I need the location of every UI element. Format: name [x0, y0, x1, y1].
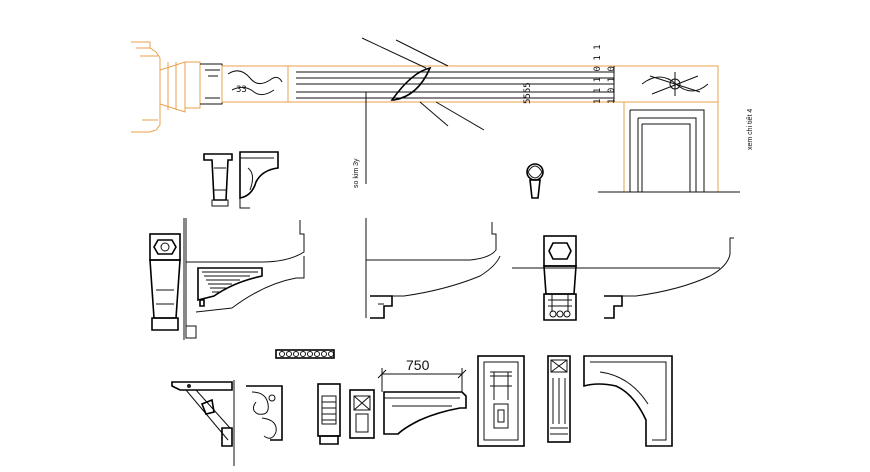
- bracket-front-bolt: [149, 218, 185, 340]
- cornice-section-1: [185, 218, 305, 339]
- cornice-dimensioned: 750: [377, 357, 467, 435]
- dimension-750: 750: [406, 357, 430, 373]
- cornice-section-3: [604, 237, 734, 319]
- bracket-side-large: [583, 355, 673, 447]
- column-elevation: 33: [131, 41, 289, 133]
- bracket-front-small: [203, 153, 233, 207]
- bracket-front-bolt-2: [512, 235, 720, 321]
- hanging-ornament: [526, 163, 544, 199]
- pilaster-front: [547, 355, 571, 443]
- small-bracket-front-c: [349, 389, 375, 439]
- beam-elevation: 5555 1 1 1 0 1 1 1 0 1 0 so kim 3y: [287, 37, 719, 188]
- rosette-strip: [275, 349, 335, 359]
- bracket-side-small: [239, 151, 279, 209]
- dim-text-b: 1 1 1 0 1 1: [593, 44, 603, 104]
- door-elevation: xem chi tiết 4: [598, 102, 754, 193]
- truss-bracket: [171, 380, 235, 466]
- dim-text-a: 5555: [523, 82, 533, 104]
- cornice-section-2: [365, 218, 501, 319]
- small-bracket-front-b: [317, 383, 341, 445]
- dim-text-c: 1 0 1 0: [607, 66, 617, 104]
- rosette-ornament: [641, 72, 709, 96]
- cornice-note: so kim 3y: [353, 158, 360, 188]
- elevation-note: xem chi tiết 4: [745, 109, 754, 150]
- column-mark: 33: [236, 85, 247, 95]
- panel-ornate: [477, 355, 525, 447]
- scroll-bracket: [246, 385, 283, 441]
